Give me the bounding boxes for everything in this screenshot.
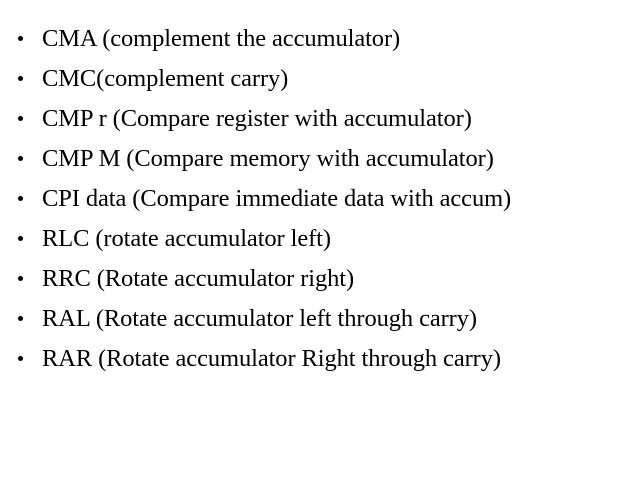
round-bullet-icon	[18, 76, 23, 81]
round-bullet-icon	[18, 36, 23, 41]
round-bullet-icon	[18, 276, 23, 281]
list-item-label: RLC (rotate accumulator left)	[42, 225, 331, 252]
list-item-label: CPI data (Compare immediate data with ac…	[42, 185, 512, 212]
list-item-label: RRC (Rotate accumulator right)	[42, 265, 355, 292]
round-bullet-icon	[18, 196, 23, 201]
list-item-label: RAR (Rotate accumulator Right through ca…	[42, 345, 501, 372]
list-item: CMP M (Compare memory with accumulator)	[0, 139, 638, 179]
round-bullet-icon	[18, 156, 23, 161]
list-item: CMC(complement carry)	[0, 59, 638, 99]
list-item: CMA (complement the accumulator)	[0, 19, 638, 59]
list-item: RRC (Rotate accumulator right)	[0, 259, 638, 299]
round-bullet-icon	[18, 236, 23, 241]
list-item-label: CMP M (Compare memory with accumulator)	[42, 145, 494, 172]
list-item: CPI data (Compare immediate data with ac…	[0, 179, 638, 219]
list-item-label: CMC(complement carry)	[42, 65, 289, 92]
list-item: RLC (rotate accumulator left)	[0, 219, 638, 259]
list-item: RAR (Rotate accumulator Right through ca…	[0, 339, 638, 379]
list-item: RAL (Rotate accumulator left through car…	[0, 299, 638, 339]
list-item-label: CMP r (Compare register with accumulator…	[42, 105, 472, 132]
round-bullet-icon	[18, 316, 23, 321]
list-item-label: CMA (complement the accumulator)	[42, 25, 401, 52]
round-bullet-icon	[18, 116, 23, 121]
list-item: CMP r (Compare register with accumulator…	[0, 99, 638, 139]
list-item-label: RAL (Rotate accumulator left through car…	[42, 305, 477, 332]
round-bullet-icon	[18, 356, 23, 361]
instruction-bullet-list: CMA (complement the accumulator) CMC(com…	[0, 19, 638, 379]
